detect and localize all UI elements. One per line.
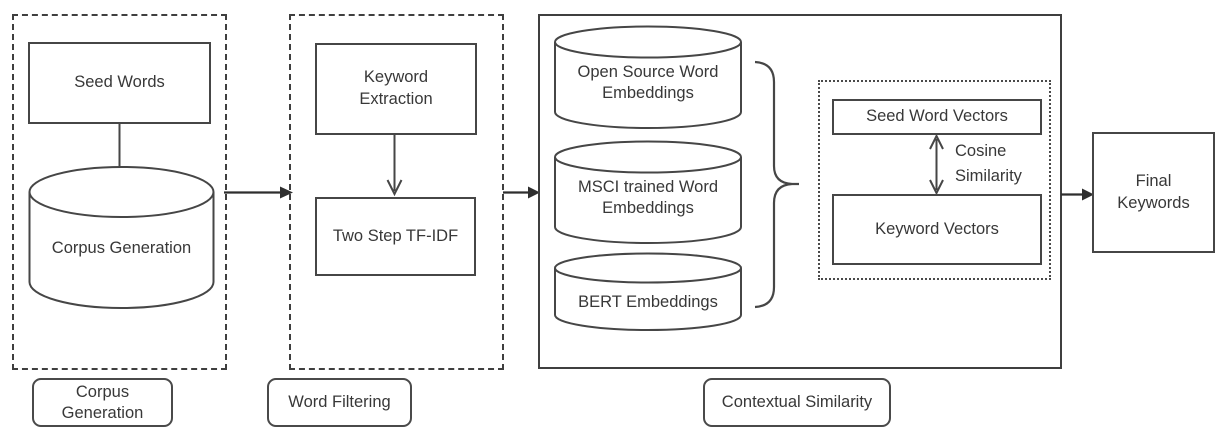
two-step-tfidf-label: Two Step TF-IDF bbox=[332, 226, 459, 245]
stage-label-contextual-similarity: Contextual Similarity bbox=[703, 378, 891, 427]
vector-comparison-group bbox=[818, 80, 1051, 280]
contextual-similarity-group bbox=[538, 14, 1062, 369]
cosine-similarity-arrow bbox=[929, 133, 944, 196]
seed-words-label: Seed Words bbox=[74, 73, 165, 92]
corpus-to-filtering-arrow bbox=[224, 186, 293, 199]
bert-embeddings-label: BERT Embeddings bbox=[578, 293, 718, 311]
keyword-vectors-box: Keyword Vectors bbox=[832, 194, 1042, 265]
similarity-to-final-arrow bbox=[1061, 188, 1094, 201]
msci-embeddings-label: MSCI trained Word Embeddings bbox=[578, 178, 718, 218]
keyword-vectors-label: Keyword Vectors bbox=[875, 219, 999, 238]
two-step-tfidf-box: Two Step TF-IDF bbox=[315, 197, 476, 276]
cosine-similarity-label: Cosine Similarity bbox=[955, 142, 1022, 185]
stage-label-corpus-generation-text: Corpus Generation bbox=[61, 382, 144, 422]
open-source-embeddings-db: Open Source Word Embeddings bbox=[554, 25, 742, 130]
seed-word-vectors-label: Seed Word Vectors bbox=[866, 107, 1008, 126]
keyword-extraction-label: Keyword Extraction bbox=[359, 68, 433, 108]
stage-label-contextual-similarity-text: Contextual Similarity bbox=[721, 393, 873, 412]
open-source-embeddings-label: Open Source Word Embeddings bbox=[577, 63, 719, 103]
keyword-extraction-box: Keyword Extraction bbox=[315, 43, 477, 135]
extraction-to-tfidf-arrow bbox=[386, 135, 403, 197]
seed-words-box: Seed Words bbox=[28, 42, 211, 124]
corpus-generation-db-label: Corpus Generation bbox=[51, 239, 192, 257]
bert-embeddings-db: BERT Embeddings bbox=[554, 252, 742, 332]
msci-embeddings-db: MSCI trained Word Embeddings bbox=[554, 140, 742, 245]
embeddings-brace bbox=[754, 60, 799, 309]
final-keywords-label: Final Keywords bbox=[1117, 171, 1190, 212]
stage-label-word-filtering-text: Word Filtering bbox=[288, 393, 391, 412]
stage-label-word-filtering: Word Filtering bbox=[267, 378, 412, 427]
seed-word-vectors-box: Seed Word Vectors bbox=[832, 99, 1042, 135]
stage-label-corpus-generation: Corpus Generation bbox=[32, 378, 173, 427]
final-keywords-box: Final Keywords bbox=[1092, 132, 1215, 253]
corpus-generation-db: Corpus Generation bbox=[28, 165, 215, 310]
filtering-to-similarity-arrow bbox=[503, 186, 540, 199]
